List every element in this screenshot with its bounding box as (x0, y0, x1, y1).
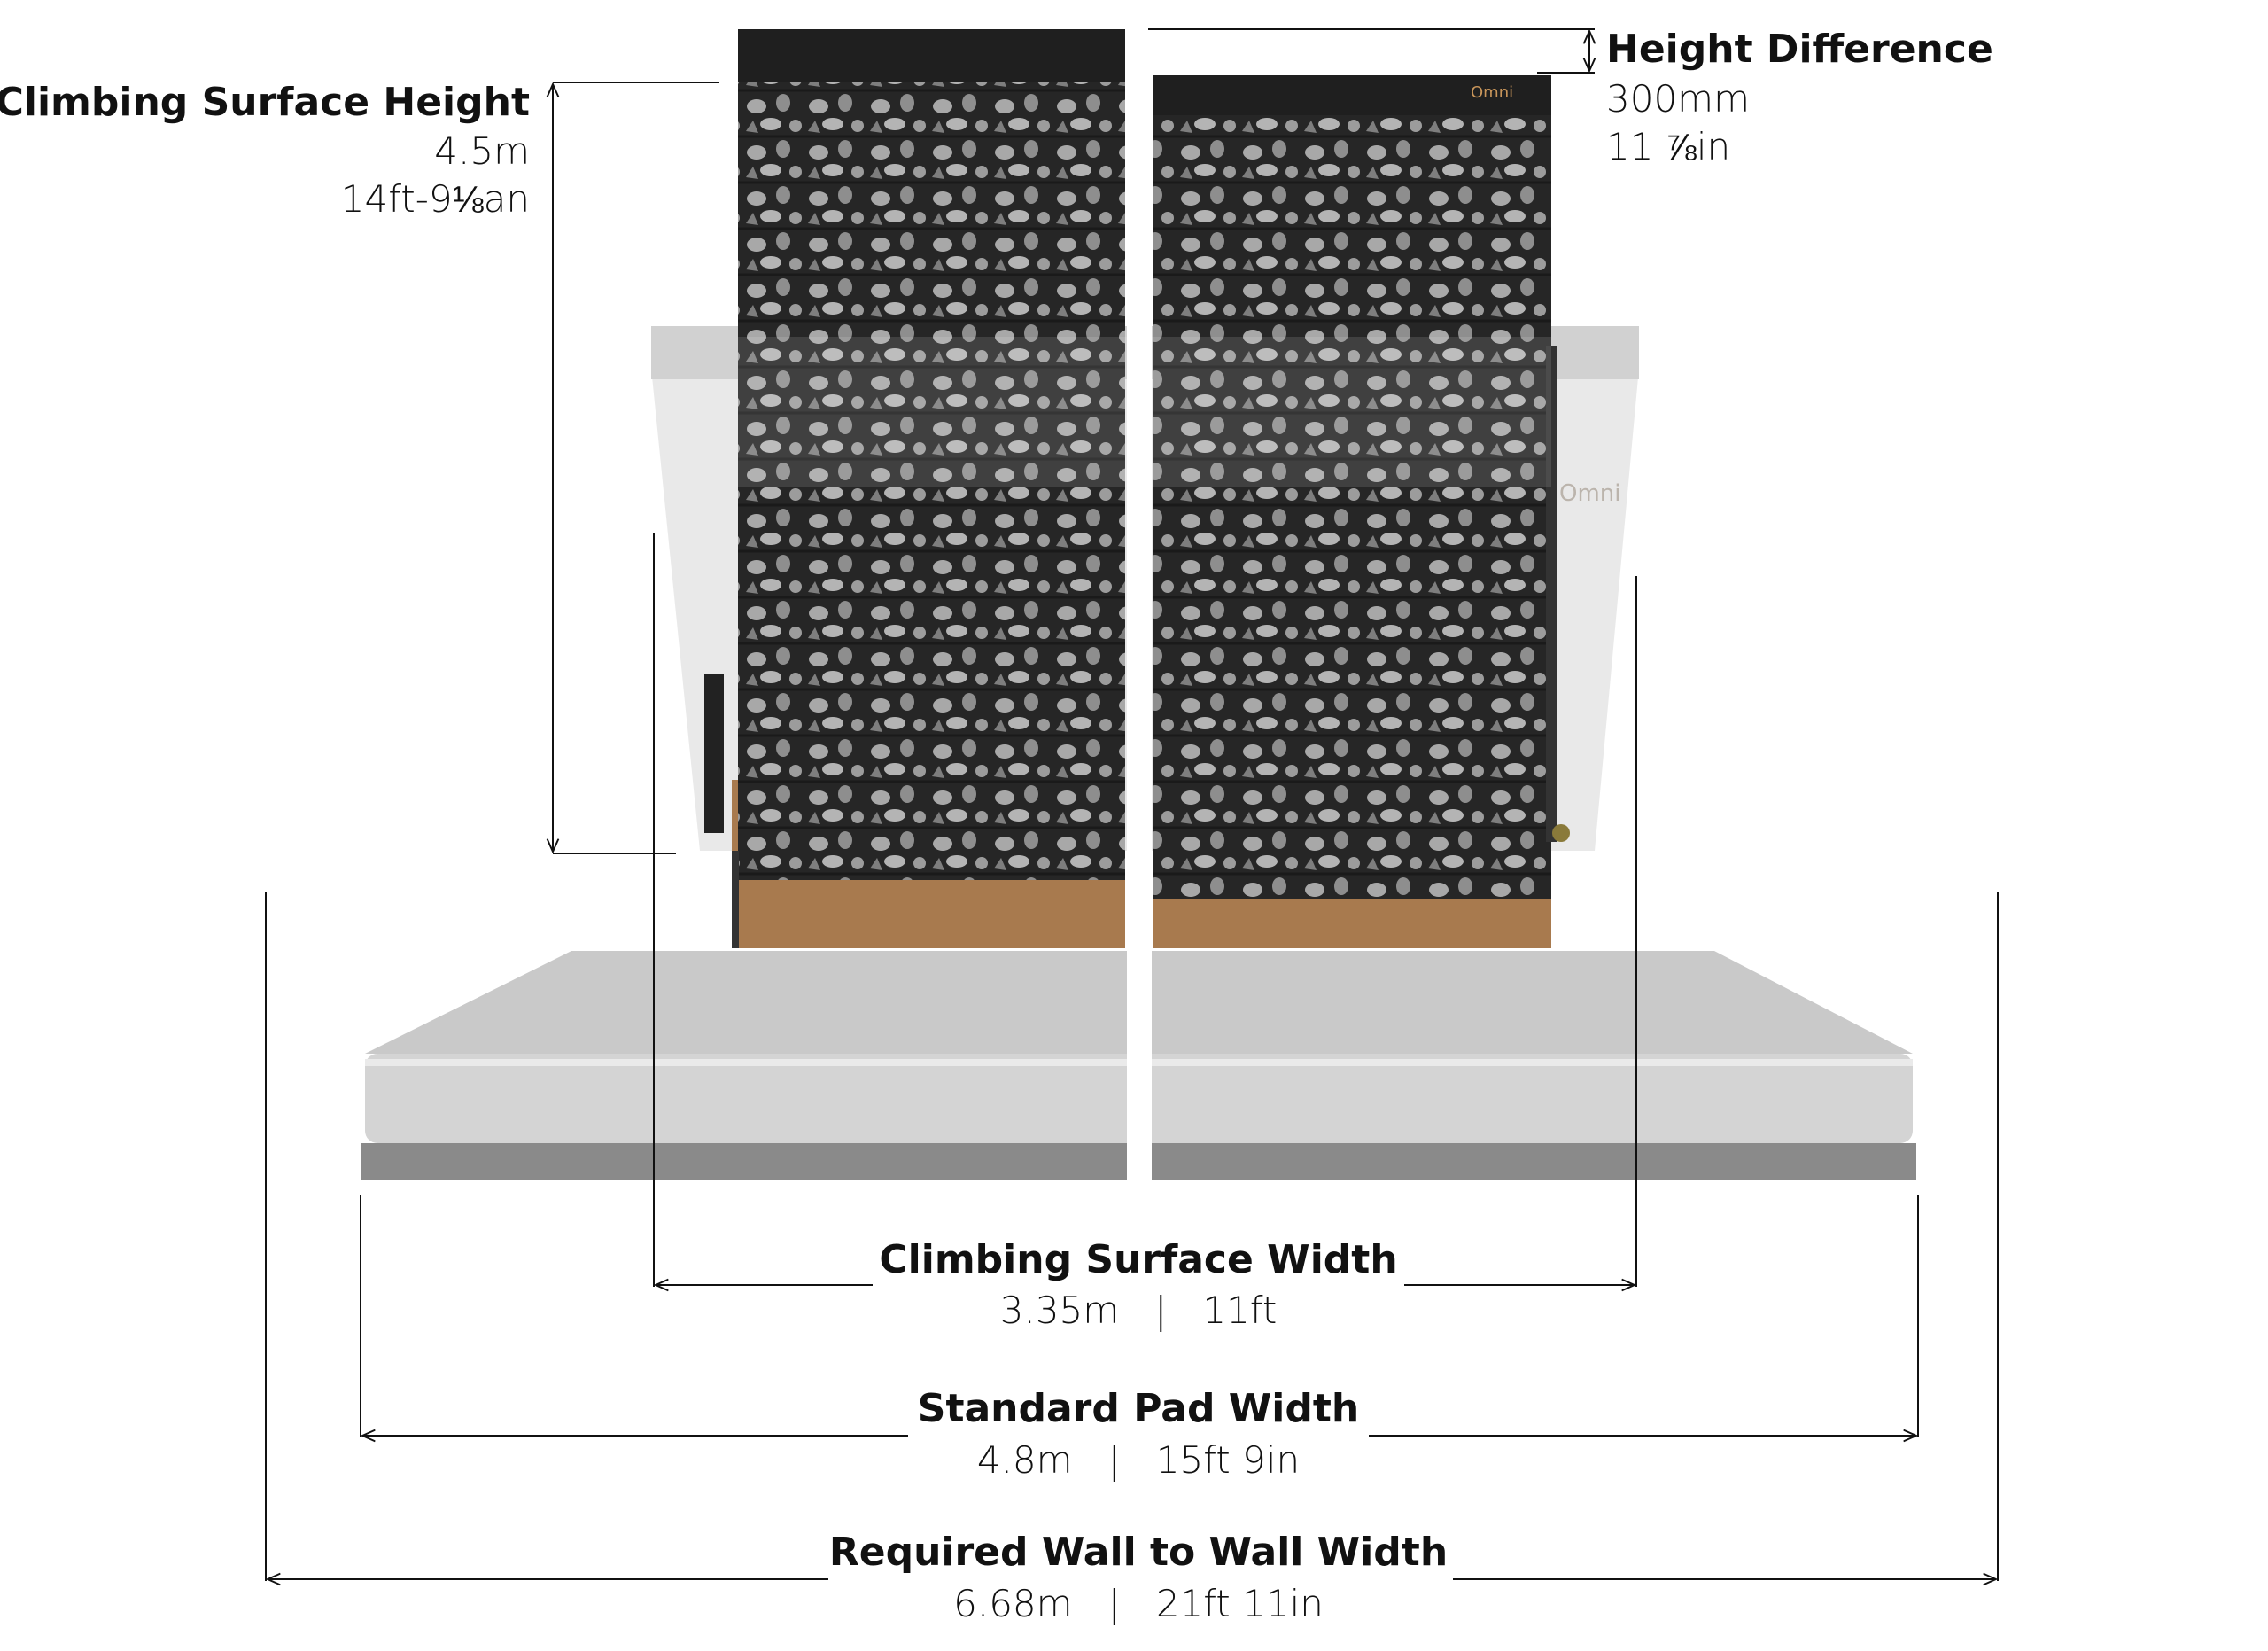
pad-width-title: Standard Pad Width (917, 1386, 1360, 1431)
height-difference-title: Height Difference (1606, 27, 1993, 72)
height-difference-metric: 300mm (1606, 77, 1750, 121)
wall-to-wall-title: Required Wall to Wall Width (828, 1530, 1449, 1575)
surface-height-title: Climbing Surface Height (0, 80, 530, 125)
height-difference-imperial: 11 ⅞in (1606, 125, 1731, 168)
left-wall-panel (704, 29, 1125, 948)
right-wall-panel: Omni (1153, 75, 1570, 948)
pad-width-value: 4.8m | 15ft 9in (976, 1438, 1301, 1482)
split-divider (1127, 18, 1152, 1188)
ghost-brand-logo: Omni (1559, 480, 1621, 507)
dimension-lines (265, 28, 1999, 1581)
surface-width-value: 3.35m | 11ft (999, 1289, 1278, 1332)
surface-height-imperial: 14ft-9⅛an (340, 177, 530, 221)
wall-to-wall-value: 6.68m | 21ft 11in (953, 1582, 1324, 1625)
surface-width-title: Climbing Surface Width (879, 1237, 1398, 1282)
brand-logo: Omni (1471, 83, 1513, 102)
surface-height-metric: 4.5m (434, 129, 530, 173)
